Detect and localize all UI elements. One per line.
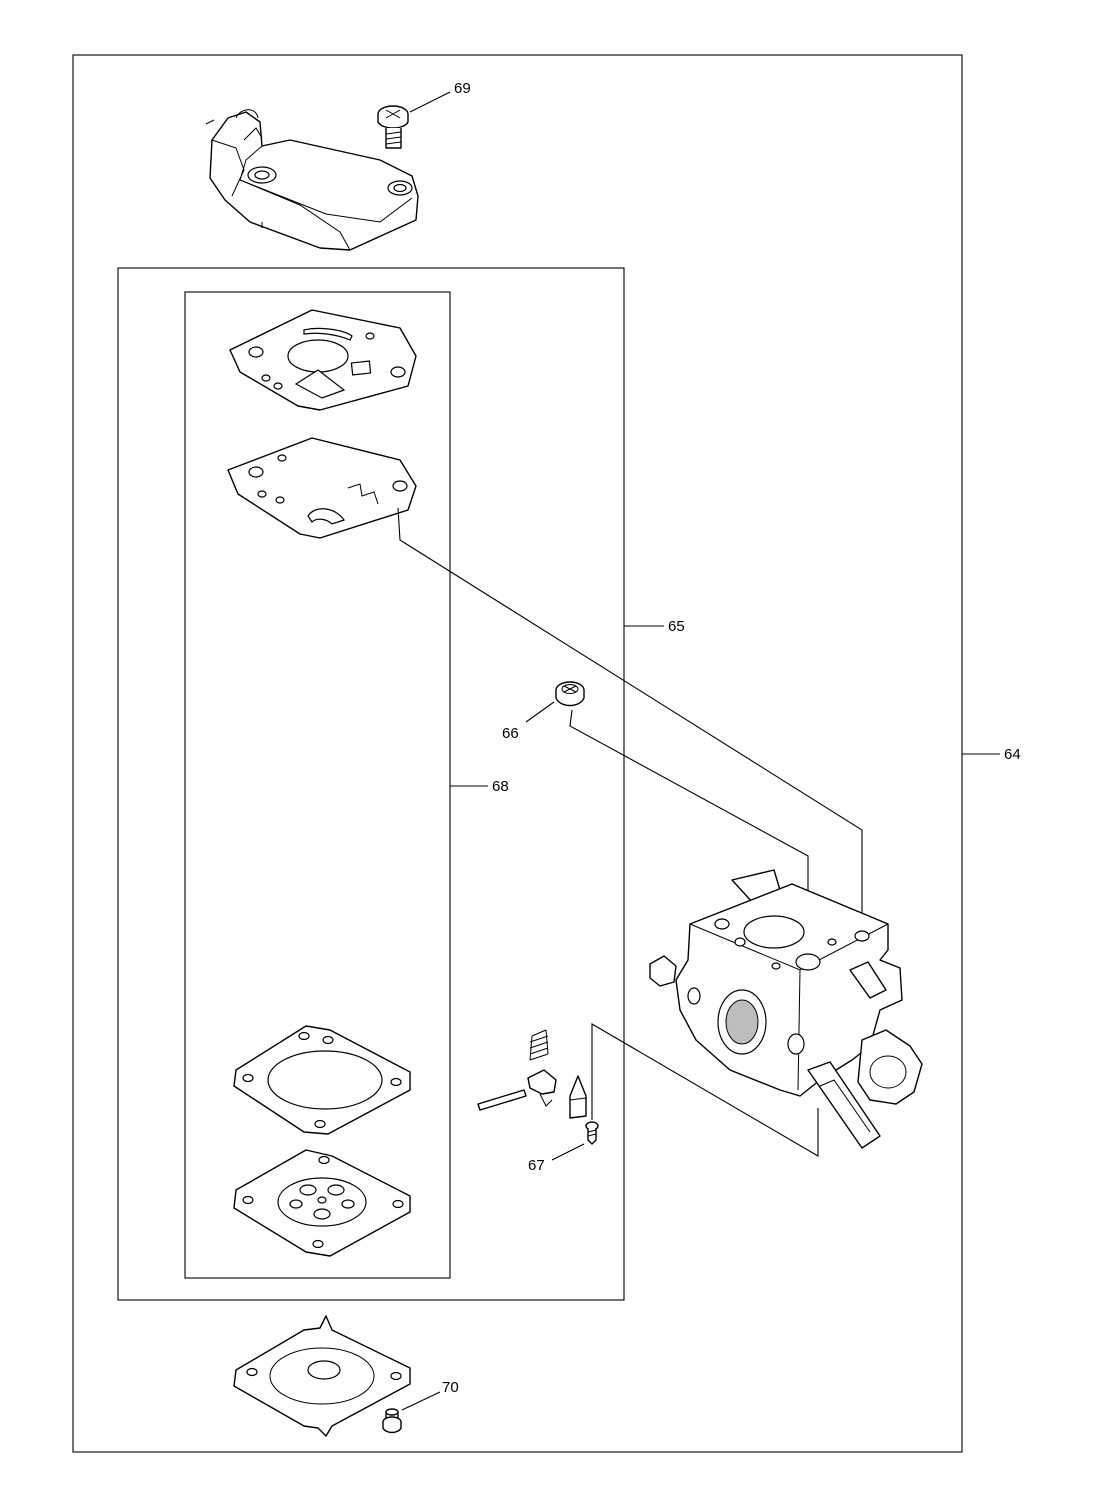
assembly-frame-64 (72, 54, 963, 1453)
gasket-lower-1 (233, 1025, 411, 1135)
inlet-needle-spring (529, 1029, 549, 1061)
filter-screen-66 (555, 681, 585, 707)
kit-frame-68 (184, 291, 451, 1279)
metering-diaphragm (233, 1149, 411, 1257)
callout-66: 66 (502, 725, 519, 742)
carburetor-body (649, 869, 923, 1149)
pump-cover-bottom (233, 1315, 411, 1437)
gasket-upper-2 (227, 437, 417, 539)
pump-cover-part (205, 109, 419, 251)
callout-64: 64 (1004, 746, 1021, 763)
gasket-upper-1 (229, 309, 417, 411)
callout-67: 67 (528, 1157, 545, 1174)
callout-69: 69 (454, 80, 471, 97)
callout-65: 65 (668, 618, 685, 635)
callout-68: 68 (492, 778, 509, 795)
callout-70: 70 (442, 1379, 459, 1396)
screw-67 (585, 1121, 599, 1145)
inlet-control-lever-pin (477, 1089, 527, 1111)
inlet-control-lever (527, 1069, 557, 1107)
screw-69 (377, 105, 409, 149)
screw-70 (382, 1408, 402, 1434)
kit-frame-65 (117, 267, 625, 1301)
inlet-needle (569, 1075, 587, 1119)
